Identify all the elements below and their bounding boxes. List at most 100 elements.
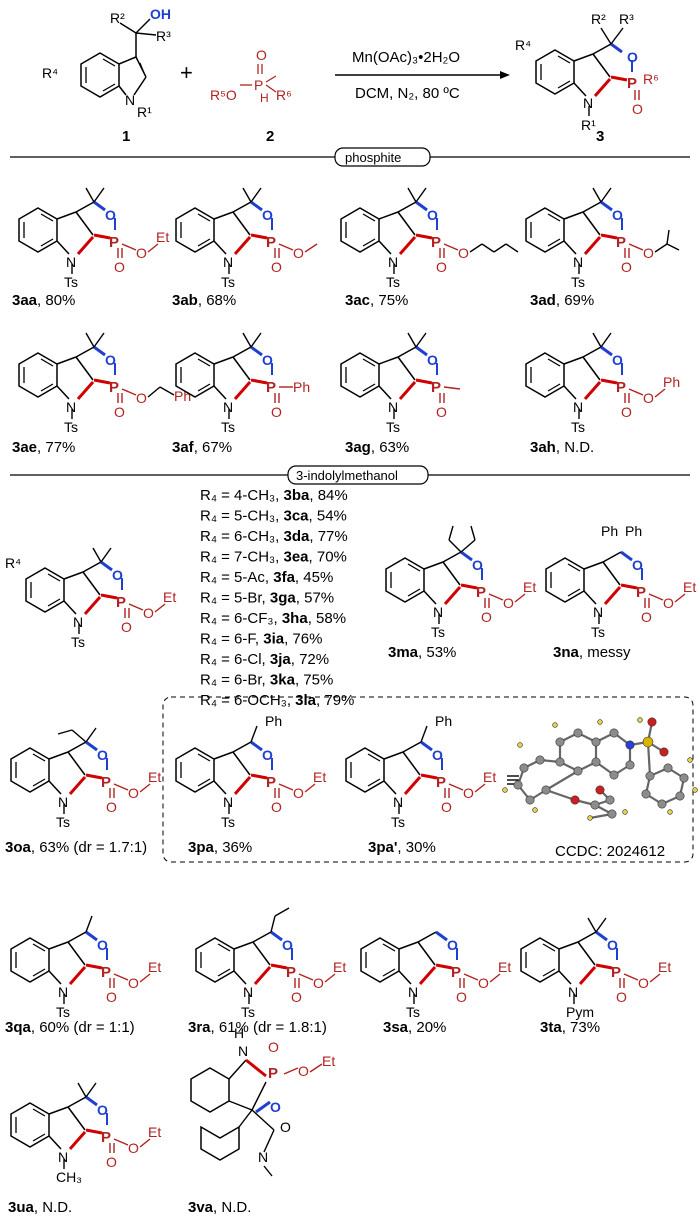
crystal-atom xyxy=(570,795,580,805)
n-oxindole-3va: N xyxy=(258,1149,268,1165)
o-ester-3sa: O xyxy=(478,975,489,991)
et-3pa: Et xyxy=(313,769,326,785)
p-atom-3oa: P xyxy=(101,774,111,791)
crystal-atom xyxy=(590,800,600,810)
header-o-top: O xyxy=(256,47,267,63)
o-oxo-3ua: O xyxy=(106,1154,117,1170)
crystal-atom xyxy=(641,789,651,799)
crystal-atom xyxy=(692,787,698,793)
label-3ma: 3ma, 53% xyxy=(388,644,456,661)
n-sub-3sa: Ts xyxy=(406,1004,420,1020)
p-atom-3ma: P xyxy=(476,584,486,601)
crystal-atom xyxy=(517,742,523,748)
r4-generic-label: R⁴ xyxy=(5,555,21,571)
n-atom-3oa: N xyxy=(58,794,68,810)
o-oxo-3oa: O xyxy=(106,799,117,815)
p-atom-3sa: P xyxy=(451,964,461,981)
header-oh-label: OH xyxy=(150,6,171,22)
crystal-atom xyxy=(513,780,523,790)
reactant-1-number: 1 xyxy=(122,128,130,145)
et-3ta: Et xyxy=(658,959,671,975)
label-3qa: 3qa, 60% (dr = 1:1) xyxy=(5,1019,135,1036)
reactant-2-number: 2 xyxy=(266,128,274,145)
o-ester-3pa: O xyxy=(293,785,304,801)
n-atom-3ra: N xyxy=(243,984,253,1000)
reactant-1-indolylmethanol: R² OH R³ R⁴ N R¹ xyxy=(42,6,171,120)
crystal-atom xyxy=(595,785,605,795)
label-3af: 3af, 67% xyxy=(172,439,232,456)
crystal-atom xyxy=(647,717,657,727)
crystal-atom xyxy=(541,785,551,795)
n-atom-3pa': N xyxy=(393,794,403,810)
product-number: 3 xyxy=(596,128,604,145)
header-r4-label: R⁴ xyxy=(42,65,58,81)
ph-3ah: Ph xyxy=(663,374,680,390)
r4-row-3ba: R₄ = 4-CH₃, 3ba, 84% xyxy=(200,487,348,504)
label-3ae: 3ae, 77% xyxy=(12,439,75,456)
product-r2-label: R² xyxy=(591,11,606,27)
n-atom-3ta: N xyxy=(568,984,578,1000)
n-atom-3aa: N xyxy=(66,254,76,270)
crystal-atom xyxy=(657,799,667,809)
crystal-atom xyxy=(535,755,545,765)
r4-row-3ga: R₄ = 5-Br, 3ga, 57% xyxy=(200,590,334,607)
o-ester-3va: O xyxy=(298,1063,309,1079)
o-ring-3ae: O xyxy=(105,352,116,368)
label-3pa': 3pa', 30% xyxy=(368,839,436,856)
r4-substituent-table: R₄ = 4-CH₃, 3ba, 84% R₄ = 5-CH₃, 3ca, 54%… xyxy=(200,487,354,709)
label-3ra: 3ra, 61% (dr = 1.8:1) xyxy=(188,1019,327,1036)
p-atom-3ab: P xyxy=(266,234,276,251)
r4-row-3ja: R₄ = 6-Cl, 3ja, 72% xyxy=(200,651,329,668)
o-ring-3af: O xyxy=(262,352,273,368)
section-title-indolylmethanol: 3-indolylmethanol xyxy=(296,468,398,483)
p-atom-3ad: P xyxy=(616,234,626,251)
header-n-label: N xyxy=(125,92,135,108)
section-title-phosphite: phosphite xyxy=(345,150,401,165)
o-oxo-r4-generic: O xyxy=(121,619,132,635)
o-ring-3ah: O xyxy=(612,352,623,368)
n-atom-3ad: N xyxy=(573,254,583,270)
crystal-atom xyxy=(667,809,673,815)
stereo-box xyxy=(162,696,694,863)
conditions-catalyst: Mn(OAc)₃•2H₂O xyxy=(352,49,460,66)
header-h: H xyxy=(260,91,269,105)
label-3ad: 3ad, 69% xyxy=(530,292,594,309)
o-oxo-3sa: O xyxy=(456,989,467,1005)
n-atom-3ah: N xyxy=(573,399,583,415)
o-oxo-3ac: O xyxy=(436,259,447,275)
et-3na: Et xyxy=(683,579,696,595)
p-atom-3ac: P xyxy=(431,234,441,251)
r4-row-3ca: R₄ = 5-CH₃, 3ca, 54% xyxy=(200,508,347,525)
p-atom-3ag: P xyxy=(431,379,441,396)
crystal-atom xyxy=(552,722,558,728)
o-ring-3va: O xyxy=(270,1099,281,1115)
crystal-structure xyxy=(502,717,698,821)
reactant-2-phosphite: O P R⁵O H R⁶ xyxy=(210,47,292,105)
label-3pa: 3pa, 36% xyxy=(188,839,252,856)
product-general: R² R³ R⁴ O P O R⁶ N R¹ xyxy=(515,11,659,133)
crystal-atom xyxy=(663,763,673,773)
o-ester-3ac: O xyxy=(458,245,469,261)
o-oxo-3pa': O xyxy=(441,799,452,815)
n-sub-3ac: Ts xyxy=(386,274,400,290)
crystal-atom xyxy=(591,737,601,747)
n-atom-3ae: N xyxy=(66,399,76,415)
n-sub-3qa: Ts xyxy=(56,1004,70,1020)
crystal-atom xyxy=(659,747,669,757)
o-ring-3ma: O xyxy=(472,557,483,573)
o-ester-3qa: O xyxy=(128,975,139,991)
r4-row-3ha: R₄ = 6-CF₃, 3ha, 58% xyxy=(200,610,346,627)
product-o-oxo: O xyxy=(632,101,643,117)
crystal-atom xyxy=(555,757,565,767)
n-atom-3ab: N xyxy=(223,254,233,270)
o-oxo-3ma: O xyxy=(481,609,492,625)
n-sub-3ae: Ts xyxy=(64,419,78,435)
o-ester-3ae: O xyxy=(136,390,147,406)
